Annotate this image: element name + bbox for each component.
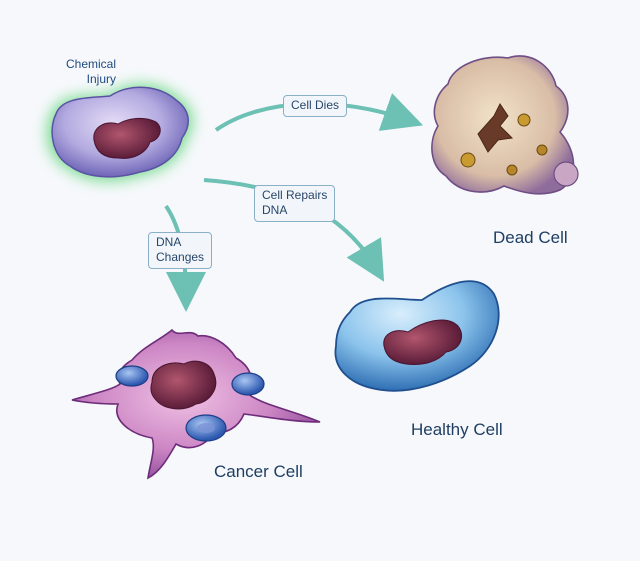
- blood-cell: [115, 365, 149, 387]
- cell-dies-text: Cell Dies: [291, 98, 340, 112]
- dead-cell-body: [431, 55, 575, 195]
- dead-cell-fragment: [536, 144, 548, 156]
- chemical-injury-line1: Chemical: [65, 57, 116, 71]
- dead-cell-fragment: [506, 164, 518, 176]
- cancer-cell: [71, 328, 321, 480]
- dna-changes-line1: DNA: [156, 235, 182, 249]
- cell-repairs-line2: DNA: [262, 203, 288, 217]
- healthy-cell: [334, 280, 500, 392]
- healthy-cell-label: Healthy Cell: [411, 420, 503, 439]
- dead-cell-fragment: [460, 152, 476, 168]
- dna-changes-label: DNA Changes: [148, 232, 213, 269]
- cell-dies-label: Cell Dies: [283, 95, 348, 117]
- dead-nucleus-fragment: [477, 103, 514, 153]
- dead-cell-bleb: [553, 161, 579, 187]
- cancer-nucleus: [150, 360, 217, 410]
- injured-nucleus: [93, 117, 161, 159]
- cell-repairs-label: Cell Repairs DNA: [254, 185, 336, 222]
- healthy-nucleus: [383, 319, 462, 365]
- dead-cell-fragment: [517, 113, 531, 127]
- chemical-injury-line2: Injury: [86, 72, 116, 86]
- cancer-cell-label: Cancer Cell: [214, 462, 303, 481]
- blood-cell: [231, 372, 265, 396]
- cell-repairs-line1: Cell Repairs: [262, 188, 328, 202]
- dead-cell: [431, 55, 579, 195]
- chemical-injury-label: Chemical Injury: [52, 57, 116, 87]
- dead-cell-label: Dead Cell: [493, 228, 568, 247]
- dna-changes-line2: Changes: [156, 250, 205, 264]
- blood-cell-center: [197, 423, 215, 433]
- injured-cell: [46, 83, 193, 182]
